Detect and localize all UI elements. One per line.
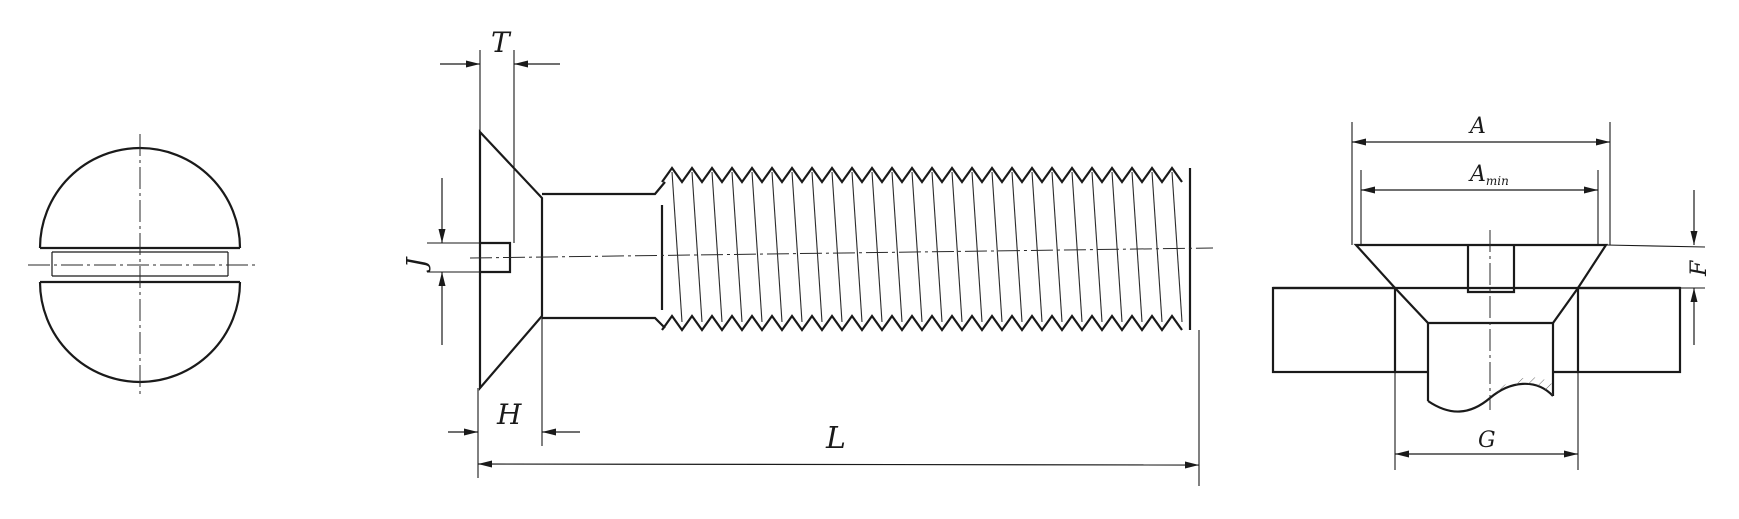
- thread-line: [1011, 171, 1023, 323]
- thread-line: [731, 171, 743, 323]
- dim-Amin-label: Amin: [1468, 162, 1509, 188]
- thread-line: [1111, 171, 1123, 323]
- installed-head-slot: [1466, 245, 1516, 294]
- screw-shank-outline: [542, 181, 666, 329]
- thread-line: [691, 171, 703, 323]
- thread-region: [661, 166, 1183, 332]
- thread-line: [951, 171, 963, 323]
- thread-line: [911, 171, 923, 323]
- thread-line: [1091, 171, 1103, 323]
- thread-line: [1171, 171, 1183, 323]
- thread-line: [1131, 171, 1143, 323]
- plate-section-right: [1576, 286, 1682, 374]
- thread-line: [811, 171, 823, 323]
- thread-line: [891, 171, 903, 323]
- thread-line: [931, 171, 943, 323]
- dim-G-label: G: [1478, 428, 1496, 453]
- screw-centerline: [469, 247, 1214, 259]
- dim-L-label: L: [825, 421, 846, 456]
- dim-F-label: F: [1687, 260, 1712, 277]
- shank-break-hatch: [1490, 377, 1553, 398]
- thread-crest-bottom: [661, 314, 1183, 332]
- thread-line: [851, 171, 863, 323]
- thread-line: [791, 171, 803, 323]
- thread-line: [1071, 171, 1083, 323]
- thread-line: [971, 171, 983, 323]
- thread-line: [671, 171, 683, 323]
- thread-line: [871, 171, 883, 323]
- dim-L-line: [477, 460, 1200, 469]
- dim-H-label: H: [496, 398, 522, 431]
- screw-side-view: T J H L: [402, 26, 1214, 486]
- head-end-view: [28, 134, 256, 396]
- thread-line: [1151, 171, 1163, 323]
- thread-line: [1031, 171, 1043, 323]
- dim-T-label: T: [491, 26, 512, 59]
- ext-F-top: [1605, 244, 1706, 248]
- thread-line: [991, 171, 1003, 323]
- thread-line: [831, 171, 843, 323]
- thread-line: [711, 171, 723, 323]
- screw-head-outline: [478, 129, 544, 391]
- thread-line: [751, 171, 763, 323]
- thread-crest-top: [661, 166, 1183, 184]
- plate-section-left: [1271, 286, 1397, 374]
- thread-line: [771, 171, 783, 323]
- installed-head-outline: [1353, 243, 1609, 325]
- thread-line: [1051, 171, 1063, 323]
- dim-A-label: A: [1468, 114, 1486, 139]
- countersink-section-view: A Amin F G: [1271, 114, 1712, 470]
- dim-J-label: J: [402, 256, 432, 273]
